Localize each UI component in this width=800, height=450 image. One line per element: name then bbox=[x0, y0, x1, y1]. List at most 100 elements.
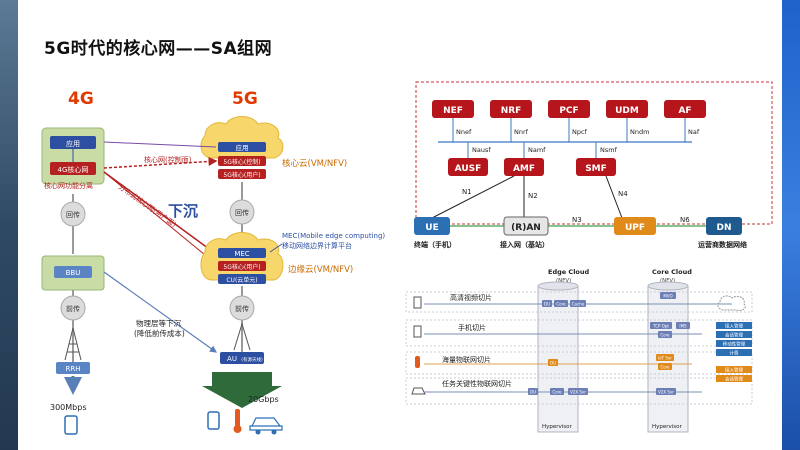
label-n4: N4 bbox=[618, 190, 628, 198]
du-label-1: DU bbox=[544, 302, 550, 307]
mec-description-cn: 移动网络边界计算平台 bbox=[282, 241, 352, 250]
4g-fronthaul-node bbox=[60, 295, 86, 321]
network-slicing-diagram: Edge Cloud (NFV) Core Cloud (NFV) Hyperv… bbox=[402, 262, 782, 444]
du-node-3 bbox=[548, 359, 558, 366]
left-edge-decoration bbox=[0, 0, 18, 450]
edge-cloud-label: 边缘云(VM/NFV) bbox=[288, 264, 353, 275]
bbu-label: BBU bbox=[66, 269, 81, 277]
label-5g: 5G bbox=[232, 89, 258, 109]
cache-node bbox=[570, 300, 586, 307]
tcp-opt-label: TCP Opt bbox=[652, 324, 669, 329]
4g-fronthaul-label: 前传 bbox=[66, 304, 80, 313]
node-ue-label: UE bbox=[425, 223, 438, 233]
5g-cp-label: 5G核心(控制) bbox=[223, 158, 260, 166]
v2x-server-label-core: V2X Svr bbox=[658, 390, 674, 395]
edge-up-node bbox=[218, 261, 266, 271]
v2x-server-node-edge bbox=[568, 388, 588, 395]
phys-sink-arrow bbox=[103, 271, 217, 353]
rrh-node bbox=[56, 362, 90, 374]
nf-udm-label: UDM bbox=[615, 106, 639, 116]
core-node-1 bbox=[554, 300, 568, 307]
nf-nef-label: NEF bbox=[443, 106, 463, 116]
node-dn bbox=[706, 217, 742, 235]
core-node-3 bbox=[658, 363, 672, 370]
architecture-4g-5g-diagram: 4G 5G 应用 4G核心网 核心网功能分离 回传 BBU 前传 RRH 300… bbox=[41, 89, 385, 435]
slice-video-label: 高清视频切片 bbox=[450, 293, 492, 302]
car-wheel-icon bbox=[255, 429, 261, 435]
du-label-3: DU bbox=[550, 361, 556, 366]
5g-fronthaul-node bbox=[229, 295, 255, 321]
node-upf-label: UPF bbox=[625, 223, 645, 233]
caption-ue: 终端（手机） bbox=[414, 240, 456, 249]
slice-row-iot bbox=[405, 351, 753, 375]
cu-node bbox=[218, 274, 266, 284]
cache-label: Cache bbox=[572, 302, 585, 307]
edge-up-label: 5G核心(用户) bbox=[223, 263, 260, 271]
4g-backhaul-label: 回传 bbox=[66, 210, 80, 219]
label-n6: N6 bbox=[680, 216, 690, 224]
5g-app-node bbox=[218, 142, 266, 152]
5g-down-arrow bbox=[202, 372, 282, 408]
if-namf: Namf bbox=[528, 146, 546, 154]
edge-cloud-sub: (NFV) bbox=[556, 278, 571, 284]
iot-server-node bbox=[656, 354, 674, 361]
edge-cloud-header: Edge Cloud bbox=[548, 268, 590, 276]
mgmt-box-2 bbox=[716, 331, 752, 338]
cu-label: CU(云单元) bbox=[226, 276, 257, 284]
slice-mobile-device-icon bbox=[413, 325, 422, 338]
nf-smf bbox=[576, 158, 616, 176]
core-label-1: Core bbox=[556, 302, 566, 307]
nf-amf-label: AMF bbox=[513, 164, 535, 174]
mec-label: MEC bbox=[234, 250, 249, 258]
mgmt-box-5 bbox=[716, 366, 752, 373]
if-nnef: Nnef bbox=[456, 128, 472, 136]
4g-separation-label: 核心网功能分离 bbox=[44, 181, 93, 190]
mgmt-box-4 bbox=[716, 349, 752, 356]
nf-udm bbox=[606, 100, 648, 118]
v2x-server-label-edge: V2X Svr bbox=[570, 390, 586, 395]
mgmt-label-3: 移动性管理 bbox=[723, 341, 746, 348]
car-icon bbox=[249, 417, 283, 431]
5g-backhaul-label: 回传 bbox=[235, 208, 249, 217]
nf-amf bbox=[504, 158, 544, 176]
nf-nef bbox=[432, 100, 474, 118]
4g-app-node bbox=[50, 136, 96, 149]
mec-description: MEC(Mobile edge computing) bbox=[282, 232, 385, 240]
5g-up-label: 5G核心(用户) bbox=[223, 171, 260, 179]
4g-tower-icon bbox=[64, 327, 82, 361]
rrh-label: RRH bbox=[66, 365, 81, 373]
du-label-4: DU bbox=[530, 390, 536, 395]
5g-app-label: 应用 bbox=[236, 143, 249, 152]
5g-up-node bbox=[218, 169, 266, 179]
if-nndm: Nndm bbox=[630, 128, 649, 136]
internet-cloud-icon bbox=[717, 295, 746, 311]
sba-architecture-diagram: NEF NRF PCF UDM AF Nnef Nnrf Npcf Nndm N… bbox=[414, 81, 773, 249]
link-n4 bbox=[605, 175, 623, 219]
management-functions: 接入管理 会话管理 移动性管理 计费 接入管理 会话管理 bbox=[716, 322, 752, 383]
5g-backhaul-node bbox=[229, 199, 255, 225]
nf-af-label: AF bbox=[678, 106, 691, 116]
mec-node bbox=[218, 248, 266, 258]
node-ran bbox=[503, 216, 549, 236]
mgmt-box-1 bbox=[716, 322, 752, 329]
control-plane-boundary bbox=[415, 81, 773, 225]
mgmt-label-6: 会话管理 bbox=[725, 376, 743, 383]
thermometer-icon bbox=[235, 409, 240, 427]
ims-node bbox=[676, 322, 690, 329]
nf-ausf bbox=[448, 158, 488, 176]
slice-critical-label: 任务关键性物联网切片 bbox=[442, 379, 512, 388]
ims-label: IMS bbox=[679, 324, 687, 329]
node-dn-label: DN bbox=[716, 223, 731, 233]
nf-nrf bbox=[490, 100, 532, 118]
core-label-4: Core bbox=[552, 390, 562, 395]
edge-cloud-cylinder bbox=[537, 285, 579, 433]
nf-top-links bbox=[452, 118, 686, 142]
link-n1 bbox=[431, 175, 515, 219]
car-wheel-icon-2 bbox=[271, 429, 277, 435]
bbu-node bbox=[54, 266, 92, 278]
4g-core-node bbox=[50, 162, 96, 175]
nf-mid-links bbox=[467, 142, 597, 158]
slice-row-video bbox=[405, 291, 753, 313]
node-ue bbox=[414, 217, 450, 235]
mvo-node bbox=[660, 292, 676, 299]
